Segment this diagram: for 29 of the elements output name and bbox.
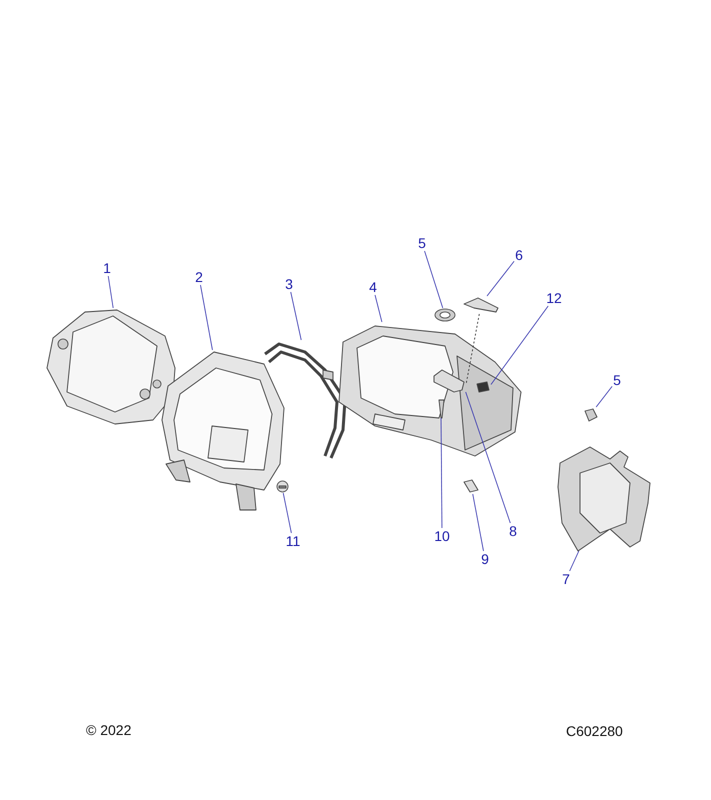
callout-number: 9 [481, 551, 489, 567]
leader-line [374, 294, 382, 322]
alignment-line [466, 314, 480, 386]
leader-line [200, 284, 213, 350]
leader-line [440, 418, 442, 528]
callout-number: 8 [509, 523, 517, 539]
leader-line [596, 386, 612, 408]
callout-number: 1 [103, 260, 111, 276]
leader-line [486, 260, 514, 296]
copyright-note: © 2022 [86, 722, 132, 738]
callout-number: 7 [562, 571, 570, 587]
callout-number: 4 [369, 279, 377, 295]
leader-line [472, 494, 484, 552]
leader-line [490, 306, 549, 385]
callout-number: 6 [515, 247, 523, 263]
callout-number: 10 [434, 528, 450, 544]
callout-number: 2 [195, 269, 203, 285]
leader-line [424, 250, 444, 308]
callout-number: 11 [286, 533, 300, 549]
callout-number: 5 [418, 235, 426, 251]
callout-number: 5 [613, 372, 621, 388]
leader-line [282, 492, 292, 534]
drawing-number: C602280 [566, 723, 623, 739]
leader-line [569, 550, 580, 572]
callout-number: 12 [546, 290, 562, 306]
leader-line [108, 276, 114, 308]
leader-line [465, 392, 511, 524]
leader-line [290, 292, 302, 340]
callout-number: 3 [285, 276, 293, 292]
